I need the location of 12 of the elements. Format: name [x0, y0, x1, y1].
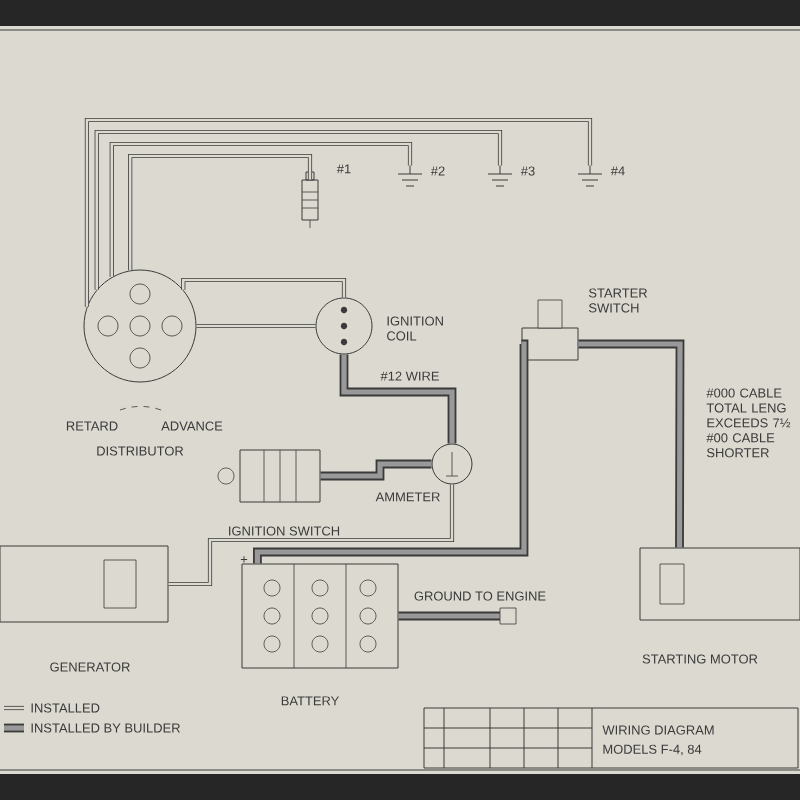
wire	[128, 153, 313, 271]
cable	[253, 339, 529, 564]
wire	[94, 129, 503, 290]
wire	[109, 141, 413, 278]
wire	[181, 277, 347, 298]
wire	[84, 117, 593, 307]
cable	[398, 607, 517, 625]
cable	[578, 339, 685, 548]
wire	[196, 323, 316, 329]
cable	[339, 354, 457, 444]
wire	[168, 484, 455, 587]
cable	[320, 459, 432, 481]
